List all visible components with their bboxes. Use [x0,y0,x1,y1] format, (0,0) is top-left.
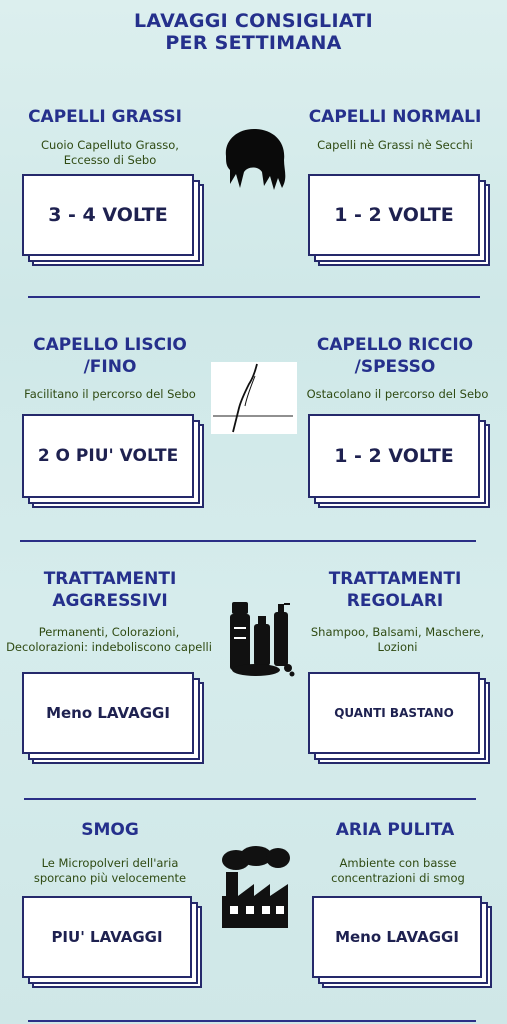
desc-line: sporcano più velocemente [33,871,187,885]
heading-capello-liscio: CAPELLO LISCIO /FINO [25,334,195,378]
title-line-1: LAVAGGI CONSIGLIATI [134,10,373,32]
heading-line: CAPELLO RICCIO [316,335,474,355]
desc-line: Le Micropolveri dell'aria [41,856,179,870]
desc-line: concentrazioni di smog [331,871,465,885]
desc-capello-riccio: Ostacolano il percorso del Sebo [306,387,489,401]
box-capelli-grassi: 3 - 4 VOLTE [22,174,194,256]
hair-strand-icon [211,362,297,434]
heading-line: TRATTAMENTI [43,569,177,589]
desc-smog: Le Micropolveri dell'aria sporcano più v… [10,856,210,886]
desc-line: Cuoio Capelluto Grasso, [41,138,179,152]
title-line-2: PER SETTIMANA [165,32,342,54]
hair-silhouette-icon [225,128,286,190]
desc-line: Decolorazioni: indeboliscono capelli [6,640,212,654]
box-capello-liscio: 2 O PIU' VOLTE [22,414,194,498]
desc-capello-liscio: Facilitano il percorso del Sebo [24,387,196,401]
desc-line: Permanenti, Colorazioni, [38,625,180,639]
heading-capello-riccio: CAPELLO RICCIO /SPESSO [305,334,485,378]
heading-line: AGGRESSIVI [52,591,168,611]
heading-aria-pulita: ARIA PULITA [335,820,455,840]
box-trattamenti-aggressivi: Meno LAVAGGI [22,672,194,754]
desc-trattamenti-regolari: Shampoo, Balsami, Maschere, Lozioni [300,625,495,655]
desc-line: Eccesso di Sebo [63,153,157,167]
desc-capelli-normali: Capelli nè Grassi nè Secchi [305,138,485,153]
factory-icon [222,846,290,928]
heading-line: TRATTAMENTI [328,569,462,589]
heading-capelli-normali: CAPELLI NORMALI [308,107,482,127]
heading-smog: SMOG [81,820,139,840]
heading-trattamenti-regolari: TRATTAMENTI REGOLARI [305,568,485,612]
desc-line: Capelli nè Grassi nè Secchi [317,138,473,152]
box-smog: PIU' LAVAGGI [22,896,192,978]
desc-line: Lozioni [377,640,418,654]
page-title: LAVAGGI CONSIGLIATI PER SETTIMANA [0,10,507,54]
heading-capelli-grassi: CAPELLI GRASSI [28,107,182,127]
section-divider [28,1020,476,1022]
box-capelli-normali: 1 - 2 VOLTE [308,174,480,256]
desc-trattamenti-aggressivi: Permanenti, Colorazioni, Decolorazioni: … [0,625,218,655]
heading-trattamenti-aggressivi: TRATTAMENTI AGGRESSIVI [25,568,195,612]
section-divider [24,798,476,800]
desc-aria-pulita: Ambiente con basse concentrazioni di smo… [308,856,488,886]
heading-line: REGOLARI [346,591,444,611]
desc-line: Ambiente con basse [339,856,457,870]
box-trattamenti-regolari: QUANTI BASTANO [308,672,480,754]
desc-capelli-grassi: Cuoio Capelluto Grasso, Eccesso di Sebo [20,138,200,168]
box-capello-riccio: 1 - 2 VOLTE [308,414,480,498]
heading-line: /FINO [83,357,137,377]
desc-line: Shampoo, Balsami, Maschere, [310,625,485,639]
section-divider [20,540,476,542]
heading-line: /SPESSO [354,357,436,377]
section-divider [28,296,480,298]
heading-line: CAPELLO LISCIO [33,335,187,355]
cosmetic-bottles-icon [230,602,295,677]
box-aria-pulita: Meno LAVAGGI [312,896,482,978]
